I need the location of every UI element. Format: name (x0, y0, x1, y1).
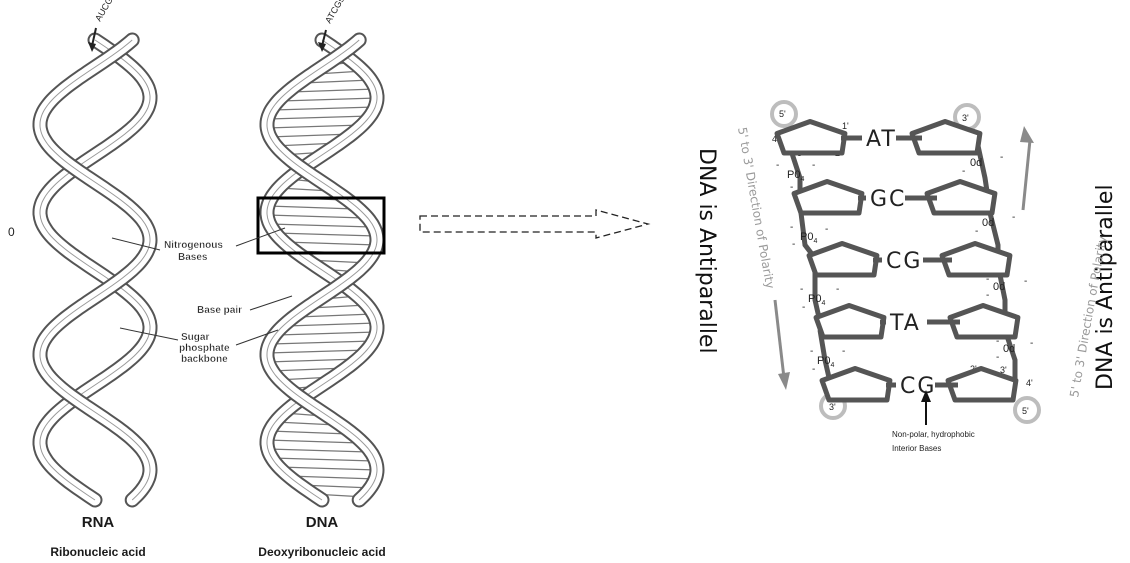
svg-text:Base pair: Base pair (197, 305, 242, 316)
svg-text:-: - (812, 364, 815, 375)
sugar-ring-left-4 (816, 306, 884, 338)
svg-text:-: - (790, 222, 793, 233)
label-4prime-br: 4' (1026, 378, 1033, 388)
helix-illustrations (40, 40, 377, 500)
svg-text:-: - (986, 290, 989, 301)
label-3prime-bl: 3' (829, 402, 836, 412)
label-3prime-tr: 3' (962, 113, 969, 123)
svg-text:P04: P04 (808, 293, 825, 307)
dashed-arrow-icon (420, 210, 648, 238)
svg-text:P04: P04 (800, 231, 817, 245)
rna-subtitle: Ribonucleic acid (50, 545, 145, 559)
label-1prime-tl: 1' (842, 121, 849, 131)
svg-text:Bases: Bases (178, 252, 208, 263)
base-rung (279, 467, 377, 470)
base-rung (273, 107, 375, 110)
base-rung (275, 233, 376, 236)
sugar-ring-left-3 (809, 244, 877, 276)
svg-text:-: - (962, 166, 965, 177)
od-label-2: 0d (982, 217, 994, 229)
svg-text:-: - (792, 239, 795, 250)
base-rung (268, 449, 369, 452)
svg-text:Nitrogenous: Nitrogenous (164, 240, 223, 251)
left-antiparallel-caption: DNA is Antiparallel (694, 148, 719, 354)
dna-title: DNA (306, 514, 339, 531)
svg-text:-: - (812, 160, 815, 171)
svg-text:Sugar: Sugar (181, 332, 209, 343)
svg-text:-: - (825, 224, 828, 235)
dna-subtitle: Deoxyribonucleic acid (258, 545, 385, 559)
sugar-ring-left-5 (822, 369, 890, 401)
svg-text:-: - (996, 352, 999, 363)
svg-text:-: - (800, 284, 803, 295)
svg-text:backbone: backbone (181, 354, 228, 365)
svg-text:-: - (1024, 276, 1027, 287)
left-polarity-text: 5' to 3' Direction of Polarity (735, 126, 777, 290)
label-5prime-br: 5' (1022, 406, 1029, 416)
phosphate-label-3: P04 (808, 293, 825, 307)
base-rung (267, 215, 365, 218)
phosphate-label-2: P04 (800, 231, 817, 245)
base-rung (291, 89, 375, 92)
base-rung (268, 206, 356, 209)
svg-text:-: - (975, 226, 978, 237)
od-label-3: 0d (993, 281, 1005, 293)
svg-text:ATCGs: ATCGs (323, 0, 346, 25)
base-rung (286, 323, 376, 326)
margin-mark: 0 (8, 225, 15, 239)
od-label-1: 0d (970, 157, 982, 169)
label-5prime-tl: 5' (779, 109, 786, 119)
left-polarity-arrow-icon (775, 300, 790, 390)
dna-helix (267, 40, 377, 500)
base-rung (281, 98, 377, 101)
rna-title: RNA (82, 514, 115, 531)
base-rung (267, 350, 367, 353)
svg-text:P04: P04 (817, 355, 834, 369)
phosphate-label-1: P04 (787, 169, 804, 183)
rna-helix (40, 40, 150, 500)
svg-text:-: - (842, 346, 845, 357)
base-pair-label: Base pair (197, 296, 292, 316)
svg-text:-: - (1012, 212, 1015, 223)
base-pair-4: TA (889, 311, 921, 336)
base-rung (267, 125, 362, 128)
base-rung (271, 341, 374, 344)
base-pair-2: GC (870, 187, 906, 212)
svg-text:-: - (776, 160, 779, 171)
svg-text:phosphate: phosphate (179, 343, 230, 354)
svg-text:-: - (1000, 152, 1003, 163)
right-polarity-arrow-icon (1020, 126, 1034, 210)
svg-text:-: - (1030, 338, 1033, 349)
svg-text:Non-polar, hydrophobic: Non-polar, hydrophobic (892, 430, 975, 439)
svg-text:-: - (802, 302, 805, 313)
sugar-ring-right-4 (950, 306, 1018, 338)
base-rung (272, 458, 374, 461)
svg-text:Interior Bases: Interior Bases (892, 444, 941, 453)
base-pair-5: CG (900, 374, 936, 399)
svg-text:-: - (836, 284, 839, 295)
antiparallel-structure: 5' 4' 3' 2' 1' 3' 3' 5' 4' 3' 2' 1' P04 … (694, 102, 1118, 453)
svg-text:P04: P04 (787, 169, 804, 183)
base-rung (270, 224, 372, 227)
sugar-ring-left-2 (794, 182, 862, 214)
base-pair-3: CG (886, 249, 922, 274)
od-label-4: 0d (1003, 343, 1015, 355)
svg-text:-: - (810, 346, 813, 357)
base-rung (269, 116, 371, 119)
sugar-ring-right-1 (912, 122, 980, 154)
phosphate-label-4: P04 (817, 355, 834, 369)
svg-text:AUCGs: AUCGs (93, 0, 117, 23)
base-rung (277, 332, 376, 335)
base-pair-1: AT (866, 127, 897, 152)
base-rung (267, 440, 360, 443)
